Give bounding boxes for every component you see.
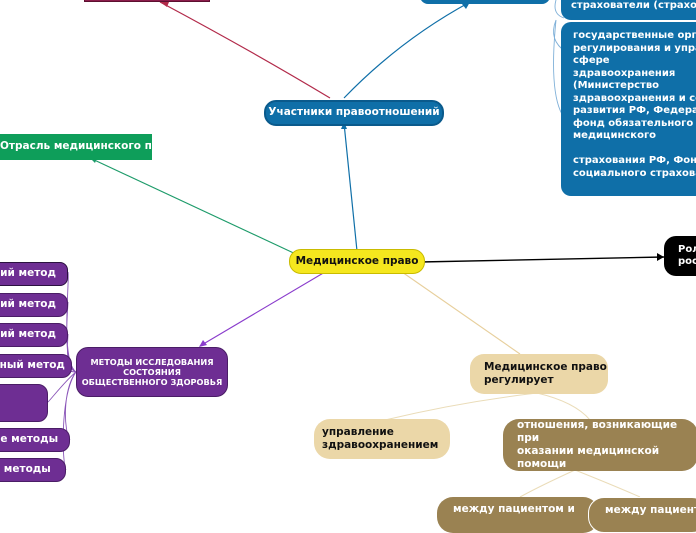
method-node-6[interactable]: ие методы [0, 428, 70, 452]
patient-node-2[interactable]: между пациентом [588, 497, 696, 533]
edge-arrow-red [160, 2, 169, 7]
insurers-node[interactable]: страхователи (страхов [561, 0, 696, 20]
edge-arrow-role [657, 253, 664, 261]
edge-center-participants [343, 122, 358, 252]
method-node-3[interactable]: кий метод [0, 323, 68, 347]
gov-bodies-node[interactable]: государственные орга регулирования и упр… [561, 22, 696, 196]
method-node-7[interactable]: е методы [0, 458, 66, 482]
method-node-1[interactable]: кий метод [0, 262, 68, 286]
patient-node-1[interactable]: между пациентом и [437, 497, 599, 533]
edge-participants-top [343, 1, 471, 99]
regulates-node[interactable]: Медицинское право регулирует [470, 354, 608, 394]
relations-node[interactable]: отношения, возникающие при оказании меди… [503, 419, 696, 471]
top-blue-node[interactable] [420, 0, 550, 4]
edge-center-role [419, 256, 665, 263]
role-node[interactable]: Рол рос [664, 236, 696, 276]
participants-node[interactable]: Участники правоотношений [264, 100, 444, 126]
edge-regulates-children [384, 392, 591, 421]
method-node-4[interactable]: ьный метод [0, 354, 72, 378]
edge-center-methods [199, 271, 326, 347]
edge-insurers-bracket [554, 0, 565, 19]
edge-center-branch [89, 157, 301, 257]
method-node-5[interactable] [0, 384, 48, 422]
edge-center-regulates [401, 271, 521, 355]
branch-node[interactable]: Отрасль медицинского права [0, 134, 180, 160]
method-node-2[interactable]: кий метод [0, 293, 68, 317]
center-node[interactable]: Медицинское право [289, 249, 425, 274]
methods-node[interactable]: МЕТОДЫ ИССЛЕДОВАНИЯ СОСТОЯНИЯ ОБЩЕСТВЕНН… [76, 347, 228, 397]
management-node[interactable]: управление здравоохранением [314, 419, 450, 459]
top-red-node[interactable] [84, 0, 210, 2]
edge-participants-red [159, 1, 331, 99]
edge-arrow-methods [199, 340, 207, 347]
edge-relations-children [519, 469, 641, 498]
